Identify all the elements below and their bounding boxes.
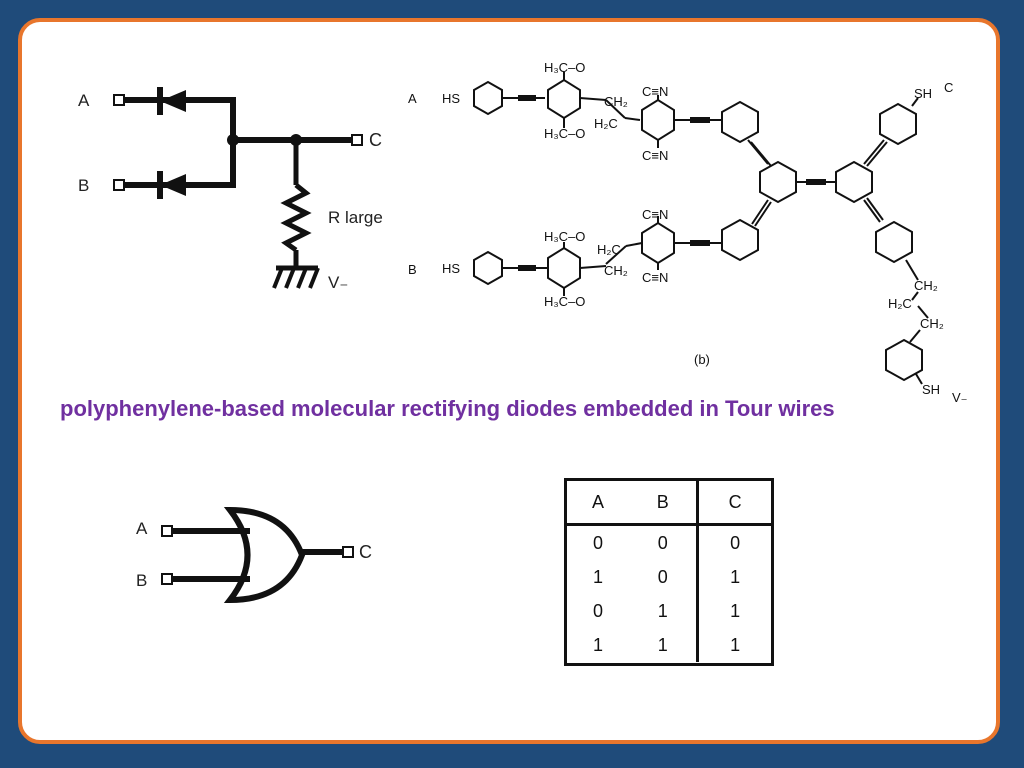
group-hs: HS <box>442 91 460 106</box>
cell-c: 1 <box>696 594 771 628</box>
benzene-ring <box>759 160 797 204</box>
cell-b: 0 <box>657 532 668 553</box>
slide-panel <box>18 18 1000 744</box>
cell-b: 1 <box>657 600 668 621</box>
molecule-structure <box>473 72 929 385</box>
ground-label: V₋ <box>328 273 348 292</box>
cell-b: 1 <box>657 634 668 655</box>
or-terminal-b <box>161 573 173 585</box>
benzene-ring <box>721 100 759 144</box>
diode-b <box>160 174 186 196</box>
cell-b: 0 <box>657 566 668 587</box>
header-b: B <box>629 481 698 526</box>
benzene-ring <box>641 221 675 265</box>
cell-c: 1 <box>696 628 771 662</box>
table-row: 0 0 0 <box>567 524 771 560</box>
or-gate-body <box>223 506 306 604</box>
cell-a: 1 <box>593 634 604 655</box>
resistor-label: R large <box>328 208 383 227</box>
group-ch2: CH₂ <box>914 278 938 293</box>
group-sh: SH <box>914 86 932 101</box>
group-ch2: CH₂ <box>604 263 628 278</box>
header-a: A <box>567 481 630 526</box>
circuit-label-b: B <box>78 176 89 195</box>
resistor <box>280 183 312 253</box>
molecule-label-v: V₋ <box>952 390 968 405</box>
group-ch2: CH₂ <box>920 316 944 331</box>
benzene-ring <box>641 98 675 142</box>
truth-table: A B C 0 0 0 1 0 1 0 1 1 1 1 <box>564 478 774 666</box>
or-gate <box>161 506 354 604</box>
circuit-label-a: A <box>78 91 90 110</box>
terminal-c <box>351 134 363 146</box>
or-label-c: C <box>359 542 372 562</box>
group-cn: C≡N <box>642 207 668 222</box>
molecule-label-a: A <box>408 91 417 106</box>
or-terminal-a <box>161 525 173 537</box>
group-h2c: H₂C <box>597 242 621 257</box>
group-h2c: H₂C <box>888 296 912 311</box>
or-label-b: B <box>136 571 147 590</box>
benzene-ring <box>875 220 913 264</box>
figure-label: (b) <box>694 352 710 367</box>
caption: polyphenylene-based molecular rectifying… <box>60 396 835 421</box>
group-hs: HS <box>442 261 460 276</box>
group-h3co: H₃C–O <box>544 60 585 75</box>
group-h3co: H₃C–O <box>544 126 585 141</box>
cell-a: 1 <box>593 566 604 587</box>
group-sh: SH <box>922 382 940 397</box>
group-h3co: H₃C–O <box>544 294 585 309</box>
benzene-ring <box>835 160 873 204</box>
benzene-ring <box>473 250 503 286</box>
group-h2c: H₂C <box>594 116 618 131</box>
or-label-a: A <box>136 519 148 538</box>
molecule-label-b: B <box>408 262 417 277</box>
diode-a <box>160 90 186 112</box>
benzene-ring <box>885 338 923 382</box>
table-row: 1 0 1 <box>567 560 771 594</box>
cell-a: 0 <box>593 532 604 553</box>
cell-c: 1 <box>696 560 771 594</box>
cell-a: 0 <box>593 600 604 621</box>
circuit-label-c: C <box>369 130 382 150</box>
group-h3co: H₃C–O <box>544 229 585 244</box>
table-row: 0 1 1 <box>567 594 771 628</box>
diode-or-circuit <box>113 87 363 289</box>
benzene-ring <box>473 80 503 116</box>
group-cn: C≡N <box>642 84 668 99</box>
group-cn: C≡N <box>642 270 668 285</box>
benzene-ring <box>547 78 581 120</box>
benzene-ring <box>721 218 759 262</box>
molecule-label-c: C <box>944 80 953 95</box>
header-c: C <box>696 481 771 526</box>
truth-table-header: A B C <box>567 481 771 526</box>
table-row: 1 1 1 <box>567 628 771 662</box>
group-cn: C≡N <box>642 148 668 163</box>
terminal-a <box>113 94 125 106</box>
benzene-ring <box>547 246 581 290</box>
or-terminal-c <box>342 546 354 558</box>
benzene-ring <box>879 102 917 146</box>
terminal-b <box>113 179 125 191</box>
cell-c: 0 <box>696 524 771 560</box>
group-ch2: CH₂ <box>604 94 628 109</box>
